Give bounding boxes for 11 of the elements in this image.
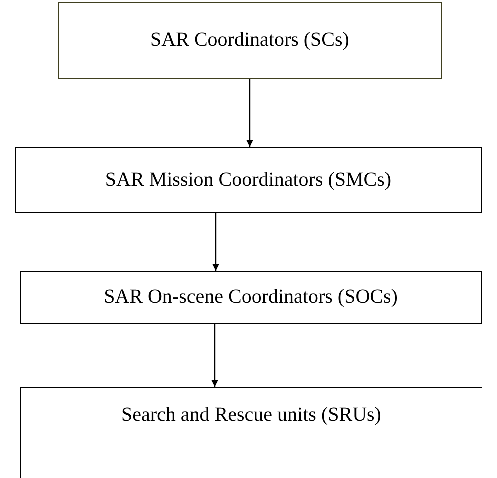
node-label: SAR Mission Coordinators (SMCs) bbox=[105, 168, 392, 192]
node-label: SAR Coordinators (SCs) bbox=[150, 29, 350, 52]
arrow bbox=[246, 79, 254, 147]
arrow bbox=[212, 213, 220, 271]
process-box bbox=[20, 271, 482, 324]
process-box bbox=[15, 147, 482, 213]
node-label: SAR On-scene Coordinators (SOCs) bbox=[104, 286, 398, 309]
node-label: Search and Rescue units (SRUs) bbox=[122, 404, 382, 427]
process-box bbox=[58, 2, 442, 79]
process-box bbox=[20, 387, 482, 478]
arrow bbox=[212, 324, 218, 387]
